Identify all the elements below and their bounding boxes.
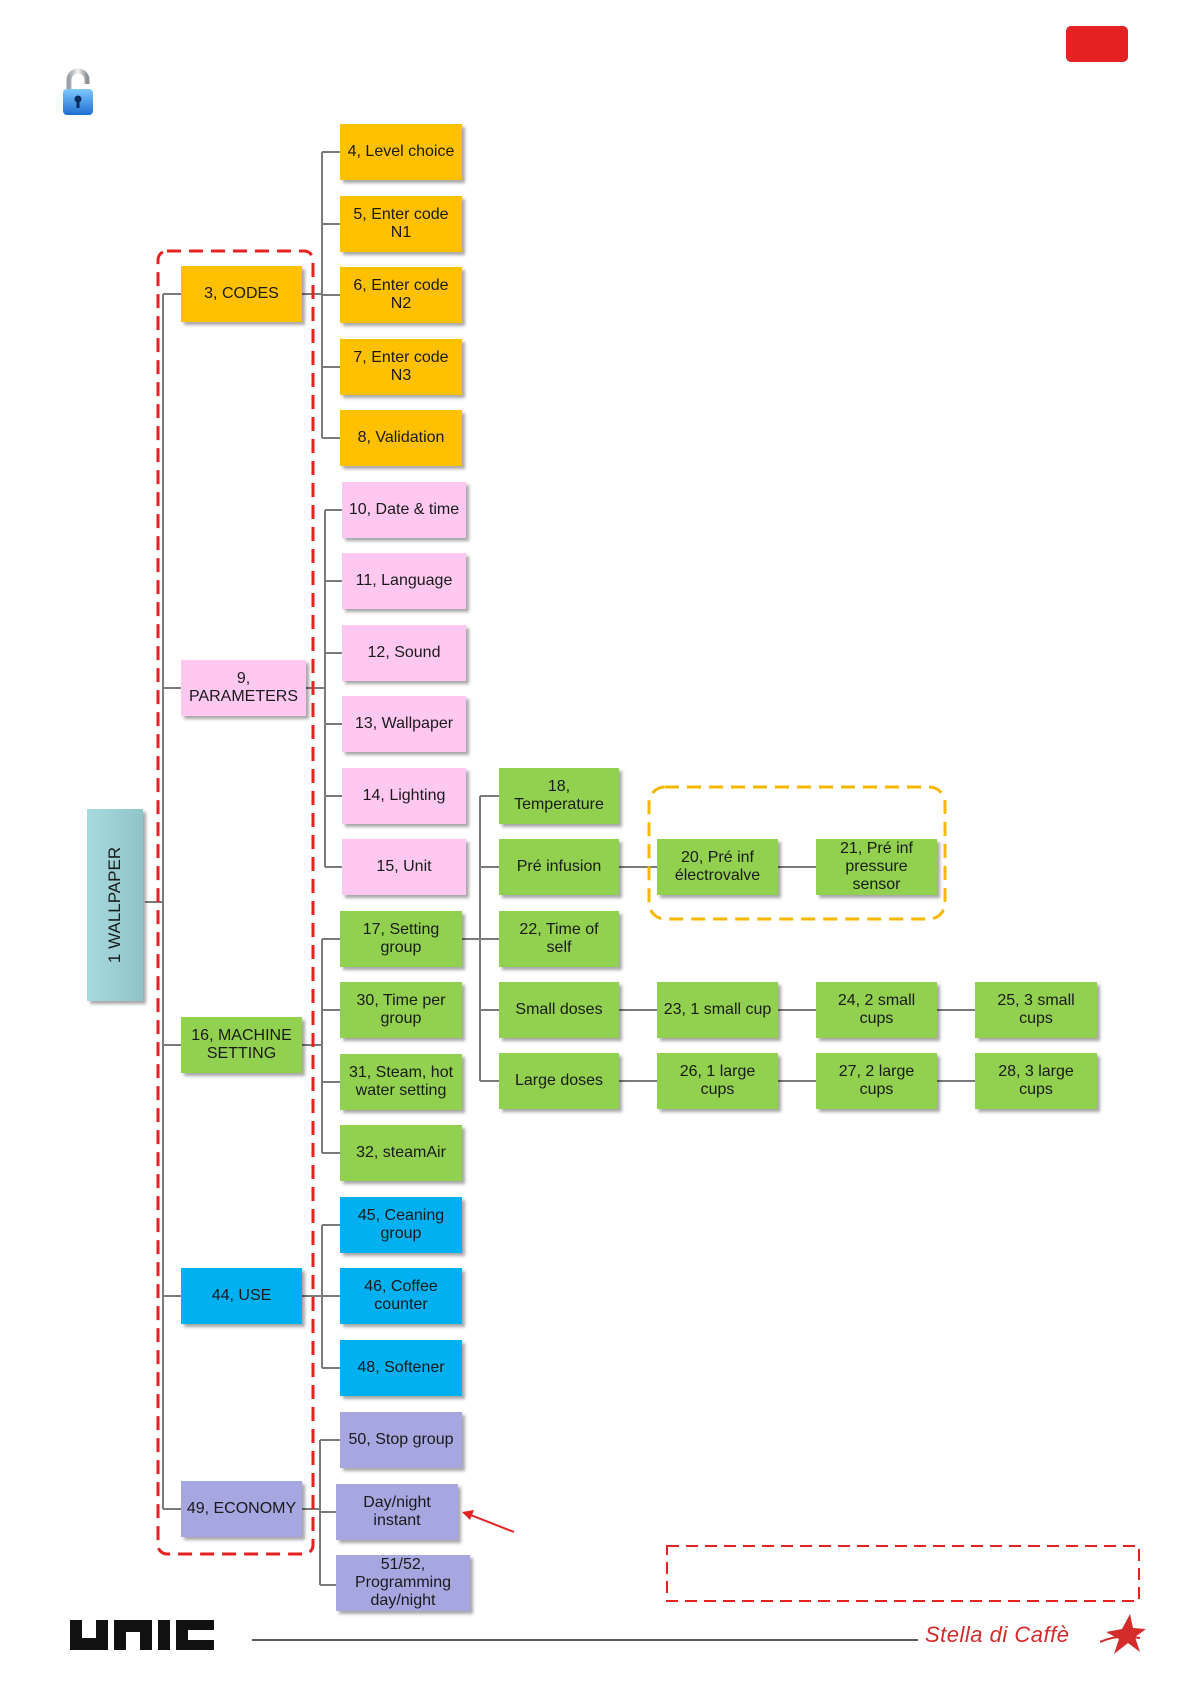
node-3-large-cups[interactable]: 28, 3 large cups xyxy=(975,1053,1097,1109)
node-softener[interactable]: 48, Softener xyxy=(340,1340,462,1396)
unic-logo xyxy=(70,1620,214,1650)
node-day-night-instant[interactable]: Day/night instant xyxy=(336,1484,458,1540)
node-coffee-counter[interactable]: 46, Coffee counter xyxy=(340,1268,462,1324)
node-codes[interactable]: 3, CODES xyxy=(181,266,302,322)
node-stop-group[interactable]: 50, Stop group xyxy=(340,1412,462,1468)
node-language[interactable]: 11, Language xyxy=(342,553,466,609)
node-small-doses[interactable]: Small doses xyxy=(499,982,619,1038)
root-wallpaper-node[interactable]: 1 WALLPAPER xyxy=(87,809,143,1001)
node-enter-code-n3[interactable]: 7, Enter code N3 xyxy=(340,339,462,395)
node-use[interactable]: 44, USE xyxy=(181,1268,302,1324)
root-label: 1 WALLPAPER xyxy=(105,846,124,964)
node-steam-hot-water[interactable]: 31, Steam, hot water setting xyxy=(340,1054,462,1110)
node-parameters[interactable]: 9, PARAMETERS xyxy=(181,660,306,716)
node-time-of-self[interactable]: 22, Time of self xyxy=(499,911,619,967)
node-machine-setting[interactable]: 16, MACHINE SETTING xyxy=(181,1017,302,1073)
node-1-small-cup[interactable]: 23, 1 small cup xyxy=(657,982,778,1038)
node-steamair[interactable]: 32, steamAir xyxy=(340,1125,462,1181)
red-tab xyxy=(1066,26,1128,62)
node-pre-inf-pressure-sensor[interactable]: 21, Pré inf pressure sensor xyxy=(816,839,937,895)
node-date-time[interactable]: 10, Date & time xyxy=(342,482,466,538)
node-2-small-cups[interactable]: 24, 2 small cups xyxy=(816,982,937,1038)
node-large-doses[interactable]: Large doses xyxy=(499,1053,619,1109)
node-level-choice[interactable]: 4, Level choice xyxy=(340,124,462,180)
node-temperature[interactable]: 18, Temperature xyxy=(499,768,619,824)
node-2-large-cups[interactable]: 27, 2 large cups xyxy=(816,1053,937,1109)
node-1-large-cup[interactable]: 26, 1 large cups xyxy=(657,1053,778,1109)
node-pre-inf-electrovalve[interactable]: 20, Pré inf électrovalve xyxy=(657,839,778,895)
node-enter-code-n2[interactable]: 6, Enter code N2 xyxy=(340,267,462,323)
node-time-per-group[interactable]: 30, Time per group xyxy=(340,982,462,1038)
lock-icon xyxy=(63,68,93,115)
node-lighting[interactable]: 14, Lighting xyxy=(342,768,466,824)
star-icon xyxy=(1100,1614,1146,1654)
node-economy[interactable]: 49, ECONOMY xyxy=(181,1481,302,1537)
node-programming-day-night[interactable]: 51/52, Programming day/night xyxy=(336,1555,470,1611)
node-validation[interactable]: 8, Validation xyxy=(340,410,462,466)
node-sound[interactable]: 12, Sound xyxy=(342,625,466,681)
node-setting-group[interactable]: 17, Setting group xyxy=(340,911,462,967)
node-cleaning-group[interactable]: 45, Ceaning group xyxy=(340,1197,462,1253)
node-3-small-cups[interactable]: 25, 3 small cups xyxy=(975,982,1097,1038)
node-unit[interactable]: 15, Unit xyxy=(342,839,466,895)
brand-name: Stella di Caffè xyxy=(925,1622,1070,1647)
node-pre-infusion[interactable]: Pré infusion xyxy=(499,839,619,895)
node-wallpaper[interactable]: 13, Wallpaper xyxy=(342,696,466,752)
node-enter-code-n1[interactable]: 5, Enter code N1 xyxy=(340,196,462,252)
